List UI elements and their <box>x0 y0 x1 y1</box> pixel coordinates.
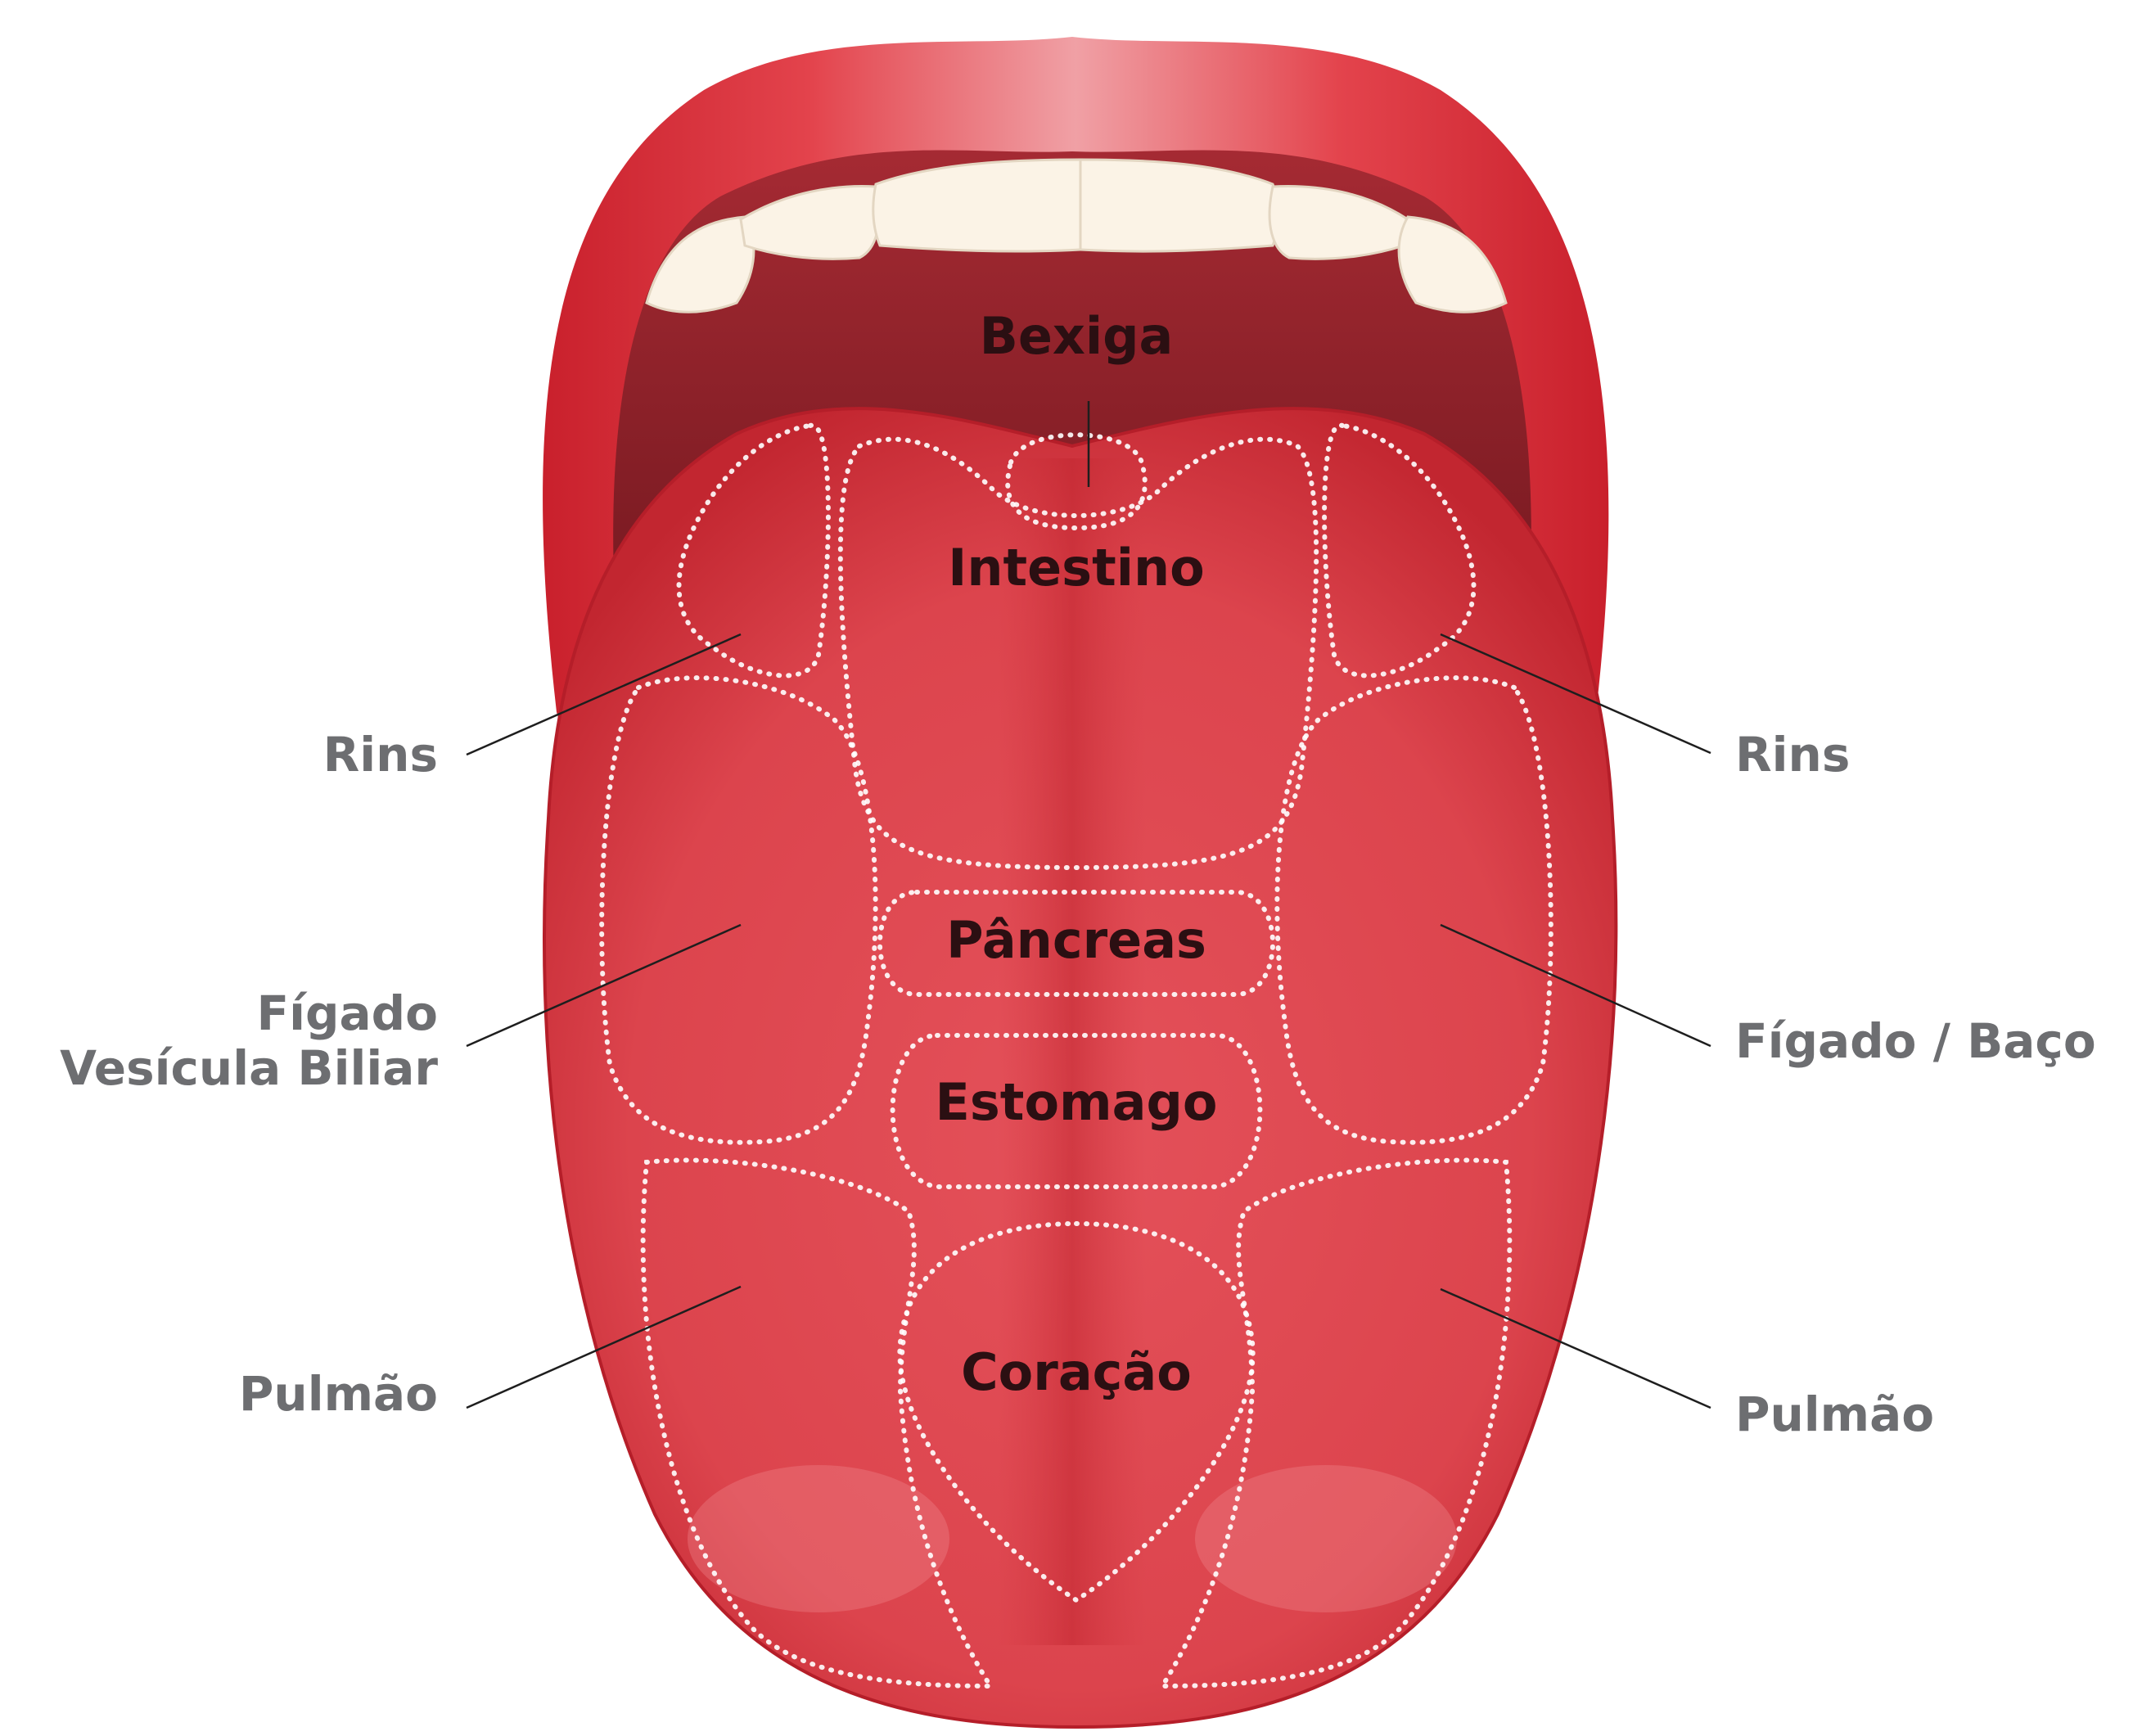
label-pulmao-right: Pulmão <box>1735 1387 1934 1442</box>
label-pancreas: Pâncreas <box>946 910 1206 970</box>
tongue-highlight <box>1195 1465 1457 1612</box>
label-figado-left: Fígado <box>256 985 438 1041</box>
label-vesicula-biliar-left: Vesícula Biliar <box>60 1040 438 1096</box>
label-pulmao-left: Pulmão <box>239 1366 438 1422</box>
label-figado-baco-right: Fígado / Baço <box>1735 1013 2096 1069</box>
label-rins-left: Rins <box>323 727 438 782</box>
label-rins-right: Rins <box>1735 727 1850 782</box>
label-estomago: Estomago <box>936 1072 1218 1132</box>
label-bexiga: Bexiga <box>980 306 1174 366</box>
label-coracao: Coração <box>961 1342 1192 1402</box>
label-intestino: Intestino <box>948 538 1204 597</box>
tongue-midline-shade <box>999 458 1146 1645</box>
